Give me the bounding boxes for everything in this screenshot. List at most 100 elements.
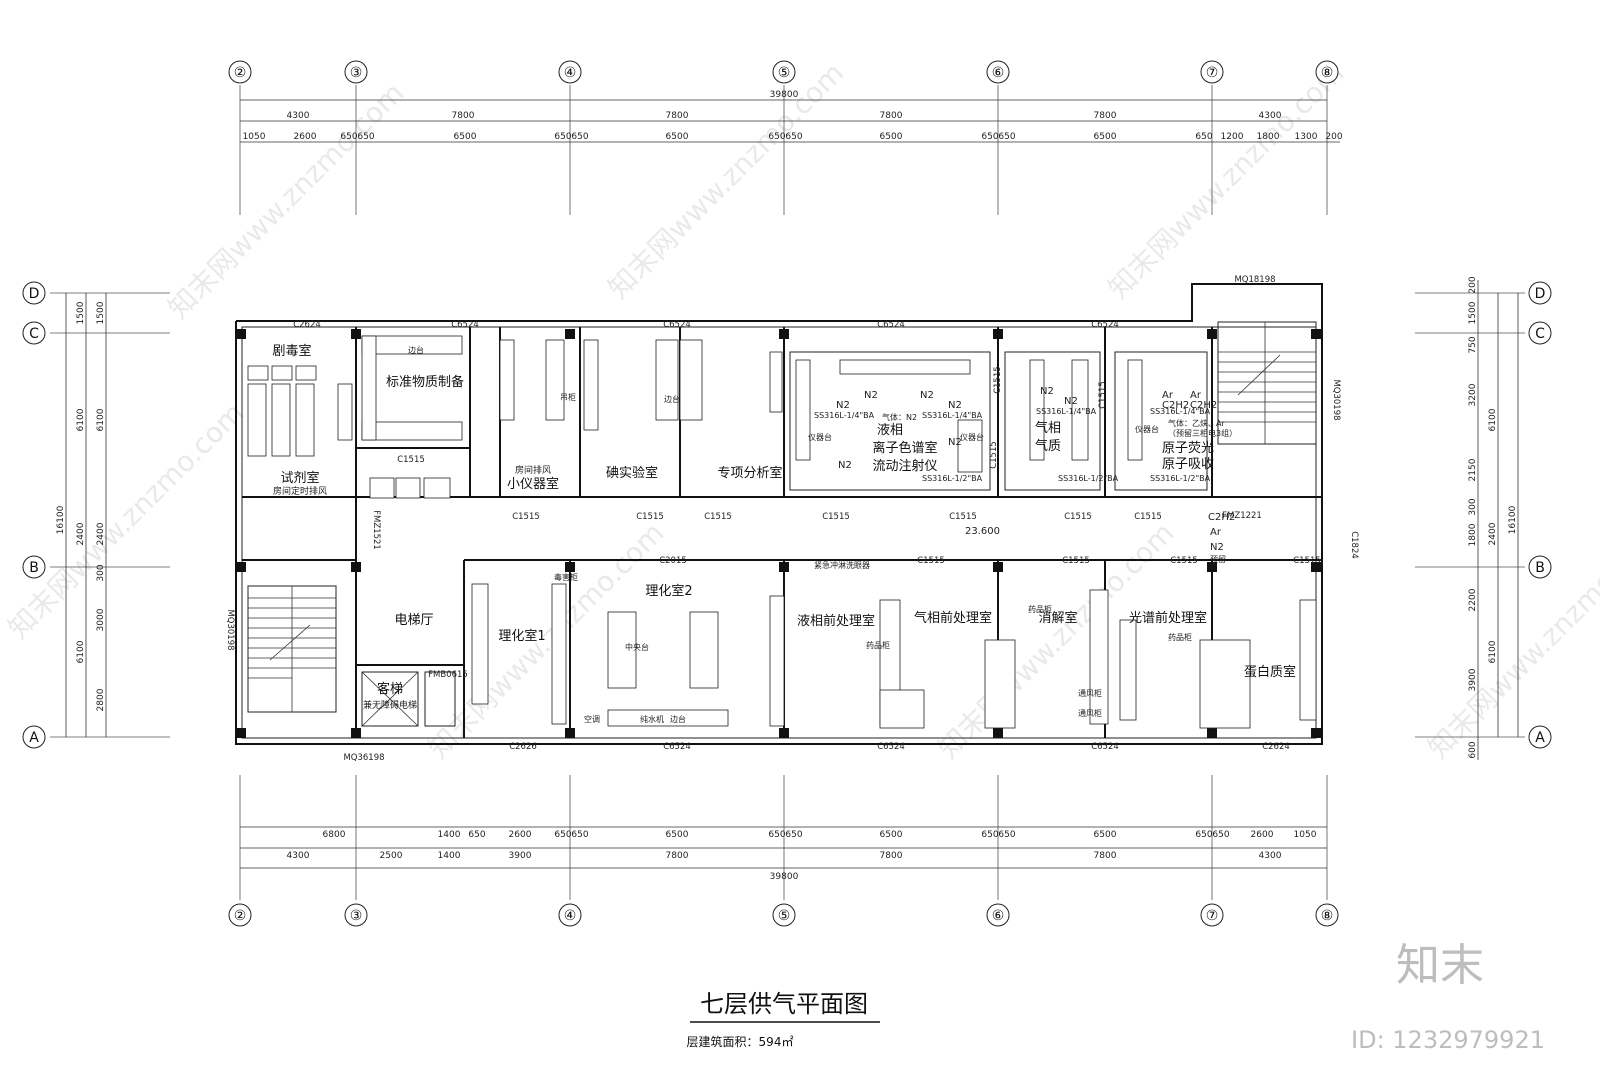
gas-label: N2 <box>1064 396 1078 407</box>
window-label: C6524 <box>1091 742 1119 752</box>
furniture-label: 通风柜 <box>1078 708 1102 718</box>
room-note: 房间排风 <box>515 464 551 476</box>
room-label: 专项分析室 <box>717 465 782 481</box>
dim: 2400 <box>76 522 86 545</box>
dim: 6100 <box>76 640 86 663</box>
furniture-label: 纯水机 <box>640 714 664 724</box>
grid-label: B <box>29 560 39 576</box>
grid-label: ⑥ <box>992 65 1005 81</box>
dim: 300 <box>96 564 106 581</box>
window-label: C1515 <box>949 512 977 522</box>
furniture-label: 通风柜 <box>1078 688 1102 698</box>
dim: 1500 <box>76 301 86 324</box>
room-label: 原子吸收 <box>1162 457 1214 472</box>
room-label: 离子色谱室 <box>872 440 937 456</box>
room-label: 理化室2 <box>645 583 692 599</box>
door-label: MQ18198 <box>1234 275 1275 285</box>
room-label: 标准物质制备 <box>386 374 464 390</box>
dim: 6500 <box>666 830 689 840</box>
dim-total: 16100 <box>1508 505 1518 534</box>
window-label: C1515 <box>1062 556 1090 566</box>
dim: 2150 <box>1468 458 1478 481</box>
dim: 7800 <box>1094 111 1117 121</box>
window-label: C1824 <box>1349 531 1359 559</box>
grid-label: ⑤ <box>778 65 791 81</box>
dim: 6100 <box>1488 408 1498 431</box>
grid-label: ② <box>234 65 247 81</box>
gas-note: 预留 <box>1210 554 1226 564</box>
dim-total: 39800 <box>770 872 799 882</box>
grid-label: B <box>1535 560 1545 576</box>
dim: 3000 <box>96 608 106 631</box>
window-label: C2626 <box>509 742 537 752</box>
dim: 1050 <box>1294 830 1317 840</box>
furniture-label: 仪器台 <box>808 432 832 442</box>
grid-label: ⑥ <box>992 908 1005 924</box>
dim-total: 39800 <box>770 90 799 100</box>
dim: 650 <box>571 830 588 840</box>
furniture-label: 药品柜 <box>1028 604 1052 614</box>
window-label: C6524 <box>451 320 479 330</box>
gas-label: N2 <box>838 460 852 471</box>
dim: 650 <box>785 132 802 142</box>
grid-label: ③ <box>350 908 363 924</box>
window-label: C1515 <box>1064 512 1092 522</box>
gas-note: 气体：N2 <box>882 412 917 422</box>
dim: 600 <box>1468 741 1478 758</box>
gas-note: （预留三相电3组） <box>1168 428 1237 438</box>
window-label: C1515 <box>993 366 1003 394</box>
dim: 7800 <box>880 111 903 121</box>
gas-label: C2H2 <box>1162 400 1189 411</box>
watermark: 知末网www.znzmo.com <box>1422 516 1600 765</box>
grid-label: ⑤ <box>778 908 791 924</box>
furniture-label: 紧急冲淋洗眼器 <box>814 560 870 570</box>
window-label: C2624 <box>293 320 321 330</box>
left-dimensions: 16100 1500 6100 2400 6100 1500 6100 2400… <box>56 293 107 737</box>
dim: 1800 <box>1468 523 1478 546</box>
room-note: 房间定时排风 <box>273 485 327 497</box>
furniture-label: 药品柜 <box>866 640 890 650</box>
window-label: C2624 <box>1262 742 1290 752</box>
dim: 6500 <box>666 132 689 142</box>
dim: 6500 <box>880 132 903 142</box>
gas-label: N2 <box>836 400 850 411</box>
window-label: C1515 <box>397 455 425 465</box>
grid-label: ④ <box>564 65 577 81</box>
right-dimensions: 200 1500 750 3200 2150 300 1800 2200 390… <box>1468 276 1519 760</box>
furniture-label: 药品柜 <box>1168 632 1192 642</box>
grid-label: ③ <box>350 65 363 81</box>
furniture-label: 边台 <box>408 345 424 355</box>
room-label: 原子荧光 <box>1162 441 1214 456</box>
dim: 1400 <box>438 830 461 840</box>
dim-total: 16100 <box>56 505 66 534</box>
furniture-label: 仪器台 <box>960 432 984 442</box>
grid-lines <box>50 85 1525 900</box>
gas-label: N2 <box>920 390 934 401</box>
grid-label: ② <box>234 908 247 924</box>
stair-left <box>247 585 337 713</box>
pipe-label: SS316L-1/4"BA <box>814 411 875 420</box>
window-label: C6524 <box>663 320 691 330</box>
room-label: 试剂室 <box>280 470 319 486</box>
room-label: 理化室1 <box>498 628 545 644</box>
door-label: MQ30198 <box>1331 379 1341 420</box>
image-id: ID: 1232979921 <box>1351 1026 1545 1054</box>
dim: 4300 <box>287 111 310 121</box>
furniture-label: 吊柜 <box>560 392 576 402</box>
dim: 6800 <box>323 830 346 840</box>
bottom-grid-bubbles: ② ③ ④ ⑤ ⑥ ⑦ ⑧ <box>228 903 1339 927</box>
window-label: C1515 <box>1293 556 1321 566</box>
furniture-label: 边台 <box>664 394 680 404</box>
dim: 6100 <box>76 408 86 431</box>
dim: 6500 <box>1094 132 1117 142</box>
dim: 2600 <box>1251 830 1274 840</box>
room-label: 气相前处理室 <box>914 610 992 626</box>
watermark: 知末网www.znzmo.com <box>602 56 851 305</box>
gas-label: Ar <box>1162 390 1174 401</box>
furniture-label: 仪器台 <box>1135 424 1159 434</box>
room-label: 光谱前处理室 <box>1129 610 1207 626</box>
dim: 1300 <box>1295 132 1318 142</box>
dim: 3200 <box>1468 383 1478 406</box>
window-label: C1515 <box>512 512 540 522</box>
dim: 6100 <box>1488 640 1498 663</box>
